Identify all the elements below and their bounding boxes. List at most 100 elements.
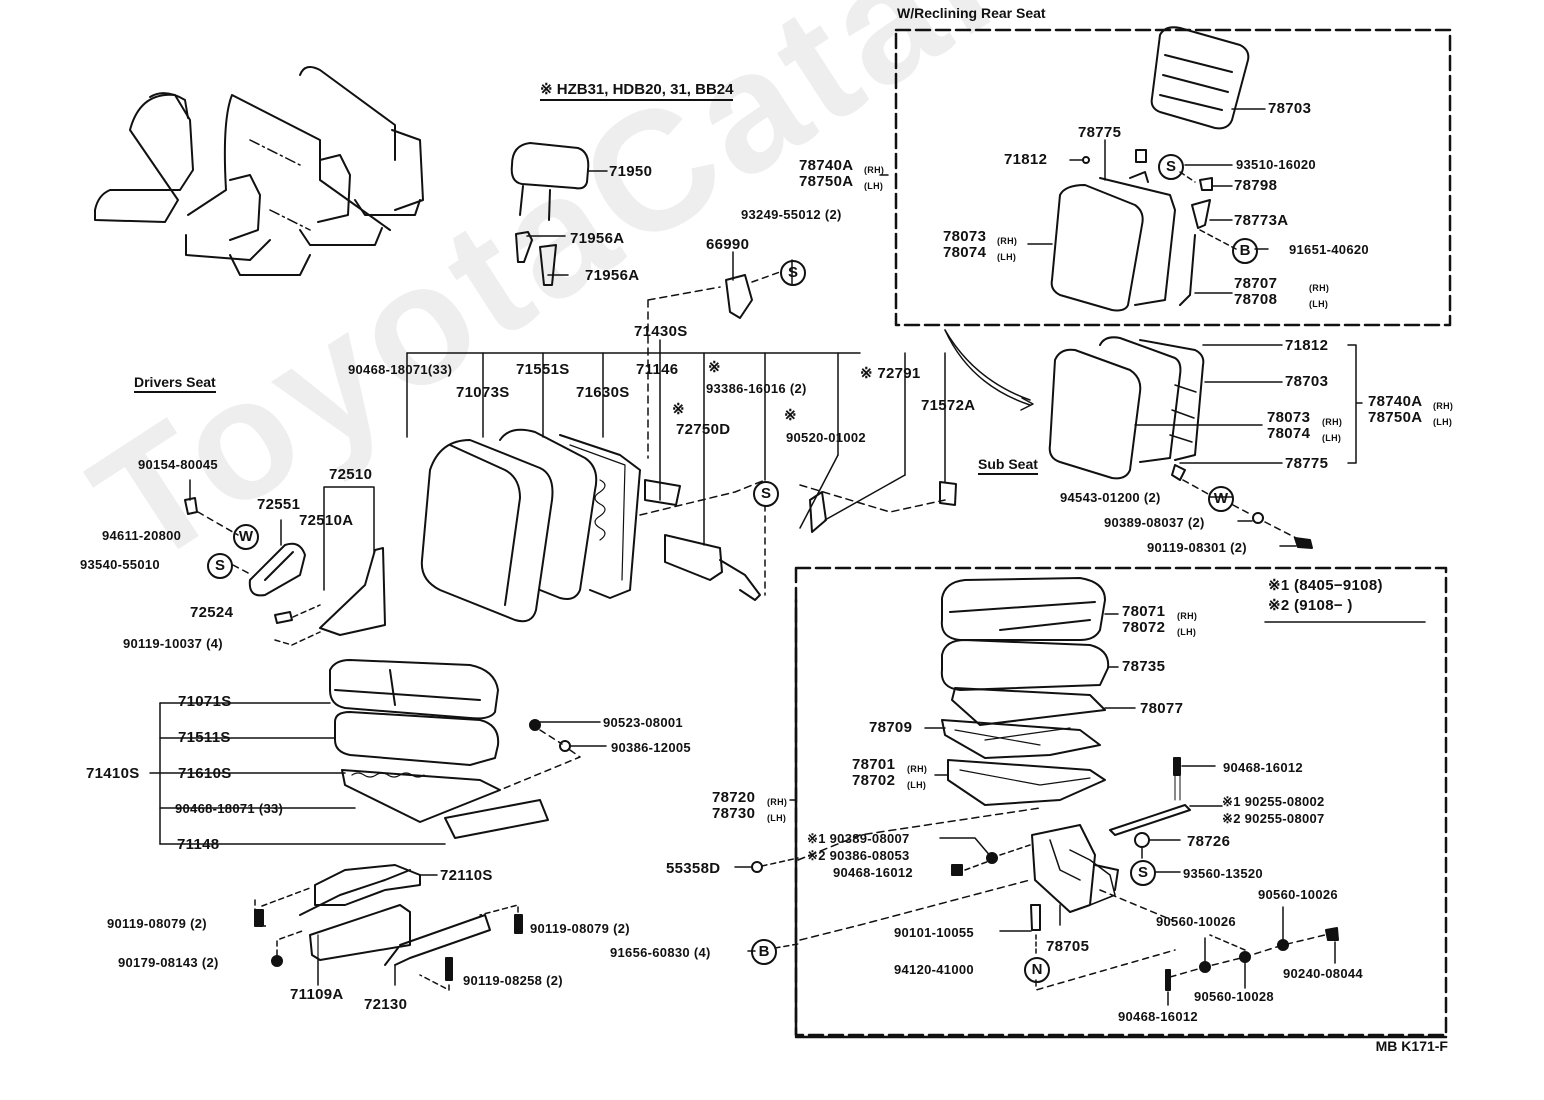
part-label[interactable]: 90119-08079 (2) — [107, 916, 207, 931]
part-label[interactable]: 71812 — [1004, 151, 1048, 168]
lh-suffix: (LH) — [864, 181, 884, 191]
part-label[interactable]: 93386-16016 (2) — [706, 381, 807, 396]
part-label[interactable]: 94543-01200 (2) — [1060, 490, 1161, 505]
part-label[interactable]: 71551S — [516, 361, 570, 378]
part-label[interactable]: 71430S — [634, 323, 688, 340]
part-label[interactable]: 90389-08037 (2) — [1104, 515, 1205, 530]
part-label[interactable]: 78735 — [1122, 658, 1166, 675]
part-label[interactable]: 78703 — [1285, 373, 1329, 390]
part-label[interactable]: 78775 — [1285, 455, 1329, 472]
part-label[interactable]: 93560-13520 — [1183, 866, 1263, 881]
part-label[interactable]: 90560-10026 — [1156, 914, 1236, 929]
part-label[interactable]: 91656-60830 (4) — [610, 945, 711, 960]
part-label[interactable]: 71956A — [570, 230, 625, 247]
part-label[interactable]: 71610S — [178, 765, 232, 782]
part-label[interactable]: 91651-40620 — [1289, 242, 1369, 257]
rh-suffix: (RH) — [1309, 283, 1330, 293]
part-label[interactable]: 78720 — [712, 789, 756, 806]
part-label[interactable]: 78750A — [1368, 409, 1423, 426]
part-label[interactable]: 78740A — [799, 157, 854, 174]
part-label[interactable]: 78702 — [852, 772, 896, 789]
part-label[interactable]: 78074 — [943, 244, 987, 261]
part-label[interactable]: 78077 — [1140, 700, 1184, 717]
part-label[interactable]: 71511S — [178, 729, 231, 746]
part-label[interactable]: 72750D — [676, 421, 731, 438]
part-label[interactable]: 90119-10037 (4) — [123, 636, 223, 651]
part-label[interactable]: 78709 — [869, 719, 913, 736]
part-label[interactable]: 93510-16020 — [1236, 157, 1316, 172]
part-label[interactable]: 90179-08143 (2) — [118, 955, 219, 970]
part-label[interactable]: 78775 — [1078, 124, 1122, 141]
part-label[interactable]: 90240-08044 — [1283, 966, 1363, 981]
part-label[interactable]: 71572A — [921, 397, 976, 414]
part-label[interactable]: 71630S — [576, 384, 630, 401]
part-label[interactable]: 90560-10026 — [1258, 887, 1338, 902]
part-label[interactable]: 90468-16012 — [1223, 760, 1303, 775]
part-label[interactable]: 78705 — [1046, 938, 1090, 955]
part-label[interactable]: 90119-08079 (2) — [530, 921, 630, 936]
part-label[interactable]: 78707 — [1234, 275, 1278, 292]
part-label[interactable]: 90468-16012 — [833, 865, 913, 880]
part-label[interactable]: 93249-55012 (2) — [741, 207, 842, 222]
part-label[interactable]: 90468-18071 (33) — [175, 801, 284, 816]
reclining-rear-seat-box — [879, 26, 1452, 327]
part-label[interactable]: 93540-55010 — [80, 557, 160, 572]
part-label[interactable]: 78773A — [1234, 212, 1289, 229]
part-label[interactable]: 78798 — [1234, 177, 1278, 194]
part-label[interactable]: 72551 — [257, 496, 301, 513]
part-label[interactable]: ※1 90389-08007 — [807, 831, 910, 846]
part-label[interactable]: 90386-12005 — [611, 740, 691, 755]
part-label[interactable]: 71073S — [456, 384, 510, 401]
part-label[interactable]: 66990 — [706, 236, 750, 253]
part-label[interactable]: 78072 — [1122, 619, 1166, 636]
part-label[interactable]: 72110S — [440, 867, 493, 884]
part-label[interactable]: 90523-08001 — [603, 715, 683, 730]
part-label[interactable]: 94120-41000 — [894, 962, 974, 977]
part-label-star: ※ — [708, 359, 721, 376]
part-label[interactable]: 71950 — [609, 163, 653, 180]
part-label[interactable]: 71146 — [636, 361, 679, 378]
part-label[interactable]: 78701 — [852, 756, 896, 773]
part-label[interactable]: 71812 — [1285, 337, 1329, 354]
part-label[interactable]: 55358D — [666, 860, 721, 877]
model-applicability-title: ※ HZB31, HDB20, 31, BB24 — [540, 80, 734, 101]
part-label[interactable]: 94611-20800 — [102, 528, 182, 543]
part-label[interactable]: 71109A — [290, 986, 344, 1003]
part-label[interactable]: 72524 — [190, 604, 234, 621]
part-label[interactable]: 71956A — [585, 267, 640, 284]
part-label[interactable]: 72510A — [299, 512, 354, 529]
part-label[interactable]: 78730 — [712, 805, 756, 822]
part-label[interactable]: 78073 — [943, 228, 987, 245]
symbol-w-94611: W — [233, 524, 259, 550]
part-label[interactable]: 90560-10028 — [1194, 989, 1274, 1004]
part-label[interactable]: 78750A — [799, 173, 854, 190]
part-label[interactable]: 78726 — [1187, 833, 1231, 850]
part-label[interactable]: 72130 — [364, 996, 408, 1013]
part-label[interactable]: 78703 — [1268, 100, 1312, 117]
part-label[interactable]: 90468-16012 — [1118, 1009, 1198, 1024]
rh-suffix: (RH) — [907, 764, 928, 774]
part-label[interactable]: 78073 — [1267, 409, 1311, 426]
symbol-n-94120: N — [1024, 957, 1050, 983]
part-label[interactable]: 90468-18071(33) — [348, 362, 453, 377]
part-label[interactable]: ※ 72791 — [860, 365, 921, 382]
part-label[interactable]: ※2 90386-08053 — [807, 848, 910, 863]
rh-suffix: (RH) — [1322, 417, 1343, 427]
part-label[interactable]: ※2 90255-08007 — [1222, 811, 1325, 826]
part-label[interactable]: 78708 — [1234, 291, 1278, 308]
part-label[interactable]: 90119-08258 (2) — [463, 973, 563, 988]
part-label[interactable]: 90101-10055 — [894, 925, 974, 940]
part-label[interactable]: 78740A — [1368, 393, 1423, 410]
part-label[interactable]: 71071S — [178, 693, 232, 710]
part-label[interactable]: 78071 — [1122, 603, 1166, 620]
part-label[interactable]: 90154-80045 — [138, 457, 218, 472]
part-label[interactable]: 71410S — [86, 765, 140, 782]
sub-seat-title: Sub Seat — [978, 456, 1038, 475]
part-label[interactable]: 71148 — [177, 836, 220, 853]
part-label[interactable]: 78074 — [1267, 425, 1311, 442]
part-label[interactable]: 90520-01002 — [786, 430, 866, 445]
lh-suffix: (LH) — [1309, 299, 1329, 309]
part-label[interactable]: 72510 — [329, 466, 373, 483]
part-label[interactable]: 90119-08301 (2) — [1147, 540, 1247, 555]
part-label[interactable]: ※1 90255-08002 — [1222, 794, 1325, 809]
